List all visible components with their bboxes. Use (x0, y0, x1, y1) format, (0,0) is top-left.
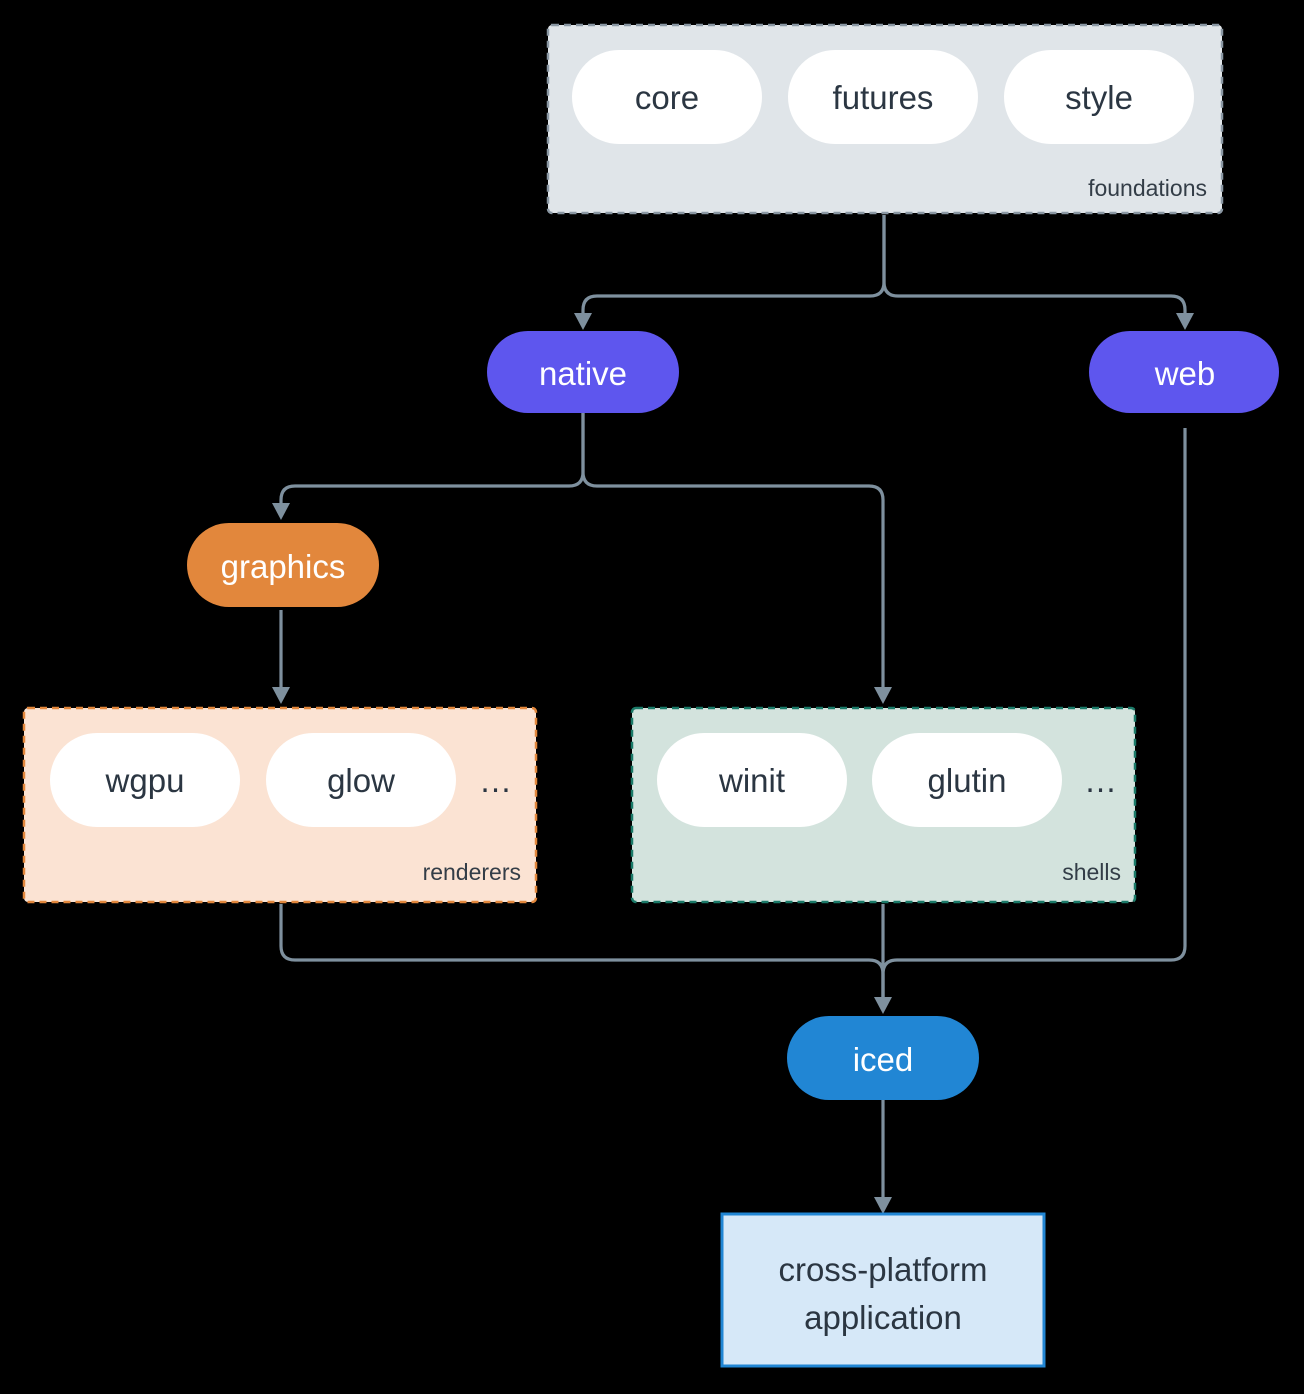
cluster-renderers: wgpu glow … renderers (22, 706, 538, 904)
cluster-foundations-label: foundations (1088, 175, 1207, 201)
member-glutin-pill[interactable] (872, 733, 1062, 827)
node-graphics-label: graphics (221, 548, 346, 585)
arrowhead-native-top (574, 313, 592, 330)
edge-foundations-split (581, 215, 886, 318)
node-iced[interactable]: iced (787, 1016, 979, 1100)
node-native[interactable]: native (487, 331, 679, 413)
node-iced-label: iced (853, 1041, 914, 1078)
member-futures[interactable]: futures (788, 50, 978, 144)
arrowhead-shells-top (874, 687, 892, 704)
node-graphics[interactable]: graphics (187, 523, 379, 607)
member-winit-label: winit (718, 762, 785, 799)
member-futures-label: futures (833, 79, 934, 116)
cluster-renderers-label: renderers (423, 859, 521, 885)
member-futures-pill[interactable] (788, 50, 978, 144)
member-core[interactable]: core (572, 50, 762, 144)
member-glutin[interactable]: glutin (872, 733, 1062, 827)
member-glow-label: glow (327, 762, 395, 799)
arrowhead-renderers-top (272, 687, 290, 704)
application-box-line1: cross-platform (778, 1251, 987, 1288)
arrowhead-graphics-top (272, 503, 290, 520)
member-wgpu[interactable]: wgpu (50, 733, 240, 827)
node-native-pill[interactable] (487, 331, 679, 413)
member-glow[interactable]: glow (266, 733, 456, 827)
edge-native-to-shells (581, 412, 885, 690)
member-glutin-label: glutin (928, 762, 1007, 799)
application-box-line2: application (804, 1299, 962, 1336)
member-renderers-more-label: … (479, 762, 513, 799)
edge-layer (272, 215, 1194, 1214)
member-winit[interactable]: winit (657, 733, 847, 827)
node-web-pill[interactable] (1089, 331, 1279, 413)
member-shells-more-label: … (1084, 762, 1118, 799)
cluster-shells: winit glutin … shells (630, 706, 1137, 904)
member-glow-pill[interactable] (266, 733, 456, 827)
arrowhead-application-top (874, 1197, 892, 1214)
member-style[interactable]: style (1004, 50, 1194, 144)
node-native-label: native (539, 355, 627, 392)
application-box-background[interactable] (720, 1212, 1046, 1368)
member-core-label: core (635, 79, 699, 116)
edge-native-to-graphics (279, 412, 585, 508)
node-graphics-pill[interactable] (187, 523, 379, 607)
edge-foundations-to-web (882, 215, 1187, 318)
node-iced-pill[interactable] (787, 1016, 979, 1100)
member-style-label: style (1065, 79, 1133, 116)
edge-renderers-to-iced (279, 904, 885, 1000)
node-web[interactable]: web (1089, 331, 1279, 413)
member-style-pill[interactable] (1004, 50, 1194, 144)
edge-web-to-iced (881, 428, 1187, 1000)
cluster-shells-label: shells (1062, 859, 1121, 885)
member-wgpu-pill[interactable] (50, 733, 240, 827)
member-wgpu-label: wgpu (105, 762, 185, 799)
node-cross-platform-application[interactable]: cross-platform application (720, 1212, 1046, 1368)
arrowhead-iced-top (874, 997, 892, 1014)
member-winit-pill[interactable] (657, 733, 847, 827)
member-core-pill[interactable] (572, 50, 762, 144)
node-web-label: web (1154, 355, 1216, 392)
arrowhead-web-top (1176, 313, 1194, 330)
cluster-foundations: core futures style foundations (546, 23, 1224, 215)
